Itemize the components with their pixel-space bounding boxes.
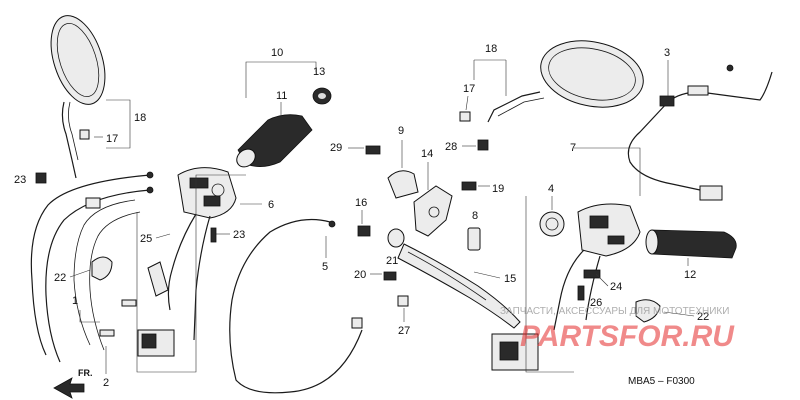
callout-26: 26 <box>590 297 602 309</box>
lever-bracket-14 <box>413 185 453 237</box>
callout-11: 11 <box>276 90 287 102</box>
washer-4 <box>539 211 565 237</box>
callout-28: 28 <box>445 141 457 153</box>
right-mirror <box>459 40 644 151</box>
callout-3: 3 <box>664 47 670 59</box>
clamp-22-right <box>635 299 661 323</box>
callout-10: 10 <box>271 47 283 59</box>
callout-9: 9 <box>398 125 404 137</box>
callout-19: 19 <box>492 183 504 195</box>
callout-22-right: 22 <box>697 311 709 323</box>
callout-2: 2 <box>103 377 109 389</box>
front-direction-marker: FR. <box>53 368 93 399</box>
callout-6: 6 <box>268 199 274 211</box>
bolt-16 <box>357 225 371 237</box>
clutch-cable <box>229 218 363 394</box>
diagram-code: MBA5 – F0300 <box>628 376 695 387</box>
callout-23-right: 23 <box>233 229 245 241</box>
callout-17-right: 17 <box>463 83 475 95</box>
callout-18-right: 18 <box>485 43 497 55</box>
left-mirror-nut <box>79 129 90 140</box>
callout-22-left: 22 <box>54 272 66 284</box>
right-grip <box>645 229 737 259</box>
left-handlebar-switch <box>137 167 237 357</box>
nut-23-left <box>35 172 47 184</box>
right-handlebar-switch <box>491 203 641 371</box>
callout-16: 16 <box>355 197 367 209</box>
callout-5: 5 <box>322 261 328 273</box>
watermark-logo: PARTSFOR.RU <box>520 320 735 353</box>
callout-12: 12 <box>684 269 696 281</box>
throttle-cables <box>30 171 154 363</box>
clamp-22-left <box>91 256 113 281</box>
watermark-tagline: ЗАПЧАСТИ, АКСЕССУАРЫ ДЛЯ МОТОТЕХНИКИ <box>500 306 729 317</box>
bushing-21 <box>387 228 405 248</box>
callout-17-left: 17 <box>106 133 118 145</box>
clutch-lever <box>397 243 521 329</box>
callout-8: 8 <box>472 210 478 222</box>
callout-18-left: 18 <box>134 112 146 124</box>
callout-14: 14 <box>421 148 433 160</box>
callout-29: 29 <box>330 142 342 154</box>
nut-20 <box>383 271 397 281</box>
callout-7: 7 <box>570 142 576 154</box>
callout-24: 24 <box>610 281 622 293</box>
callout-25: 25 <box>140 233 152 245</box>
callout-15: 15 <box>504 273 516 285</box>
bolt-19 <box>461 181 477 191</box>
callout-20: 20 <box>354 269 366 281</box>
callout-23-left: 23 <box>14 174 26 186</box>
svg-text:FR.: FR. <box>78 368 93 378</box>
bolt-29 <box>365 145 381 155</box>
watermark: ЗАПЧАСТИ, АКСЕССУАРЫ ДЛЯ МОТОТЕХНИКИ PAR… <box>500 306 735 353</box>
throttle-grip <box>236 87 332 168</box>
callout-27: 27 <box>398 325 410 337</box>
callout-4: 4 <box>548 183 554 195</box>
pin-8 <box>467 227 481 251</box>
left-mirror <box>50 15 106 179</box>
callout-1: 1 <box>72 295 78 307</box>
nut-27 <box>397 295 409 307</box>
callout-13: 13 <box>313 66 325 78</box>
callout-21: 21 <box>386 255 398 267</box>
holder-9 <box>387 170 419 199</box>
choke-cable <box>627 64 773 201</box>
